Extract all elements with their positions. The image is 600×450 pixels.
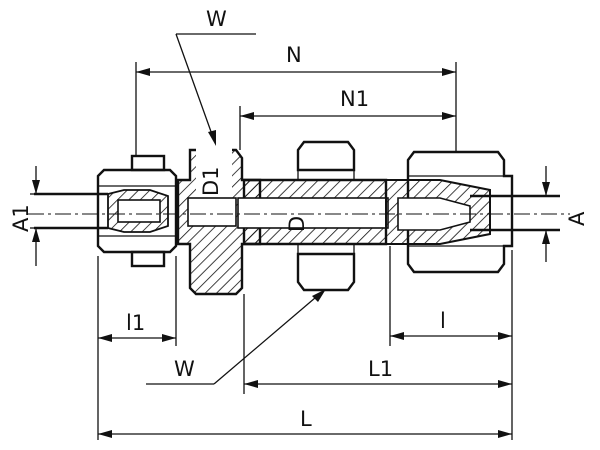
label-l1-big: L1 — [368, 357, 393, 381]
left-ferrule — [107, 189, 169, 233]
dim-n — [135, 62, 457, 156]
dim-l-big — [98, 430, 512, 438]
label-l-small: l — [440, 309, 446, 333]
locknut — [296, 140, 356, 292]
label-a1: A1 — [9, 204, 33, 232]
right-tube — [470, 194, 560, 232]
left-nut — [96, 154, 178, 268]
dim-l1-big — [243, 294, 512, 394]
label-w-top: W — [206, 7, 227, 31]
label-n1: N1 — [340, 87, 369, 111]
label-d: D — [285, 216, 309, 232]
label-d1: D1 — [199, 166, 223, 196]
label-l-big: L — [300, 407, 312, 431]
leader-w-bottom — [146, 289, 326, 385]
dim-n1 — [239, 106, 456, 150]
left-tube — [34, 192, 108, 230]
main-body — [237, 178, 389, 246]
dim-l1-small — [97, 256, 177, 440]
label-l1-small: l1 — [126, 311, 145, 335]
dim-l-small — [389, 246, 513, 440]
leader-w-top — [175, 33, 256, 146]
label-a: A — [565, 211, 589, 226]
label-n: N — [286, 43, 302, 67]
right-ferrule — [385, 179, 491, 245]
label-w-bottom: W — [174, 357, 195, 381]
right-nut — [406, 150, 514, 274]
dim-a1 — [30, 166, 42, 266]
bulkhead-flange — [176, 148, 262, 296]
dim-a — [542, 166, 550, 262]
